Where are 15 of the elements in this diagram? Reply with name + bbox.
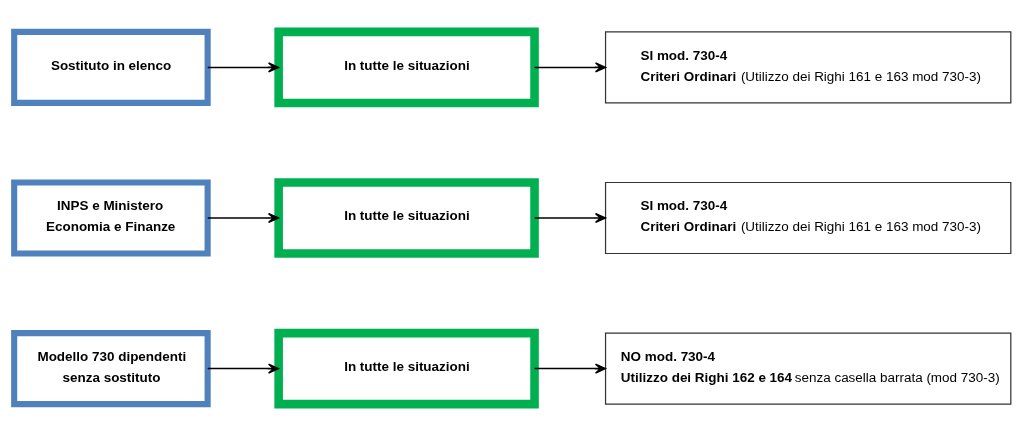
node-box: Sostituto in elenco [11, 28, 211, 106]
node-box: SI mod. 730-4 Criteri Ordinari (Utilizzo dei Righi 161 e 163 mod 730-3) [604, 181, 1012, 255]
node-box: INPS e Ministero Economia e Finanze [11, 179, 211, 257]
node-box: SI mod. 730-4 Criteri Ordinari (Utilizzo dei Righi 161 e 163 mod 730-3) [604, 31, 1012, 104]
arrow [533, 363, 607, 374]
arrow [207, 212, 280, 224]
node-box: In tutte le situazioni [274, 178, 539, 258]
arrow [207, 62, 280, 73]
arrow [533, 212, 607, 224]
node-box: In tutte le situazioni [274, 27, 539, 108]
node-box: NO mod. 730-4 Utilizzo dei Righi 162 e 164 senza casella barrata (mod 730-3) [604, 332, 1012, 405]
node-box: Modello 730 dipendenti senza sostituto [11, 330, 211, 408]
arrow [533, 62, 607, 73]
node-box: In tutte le situazioni [274, 328, 539, 409]
arrow [207, 363, 280, 374]
